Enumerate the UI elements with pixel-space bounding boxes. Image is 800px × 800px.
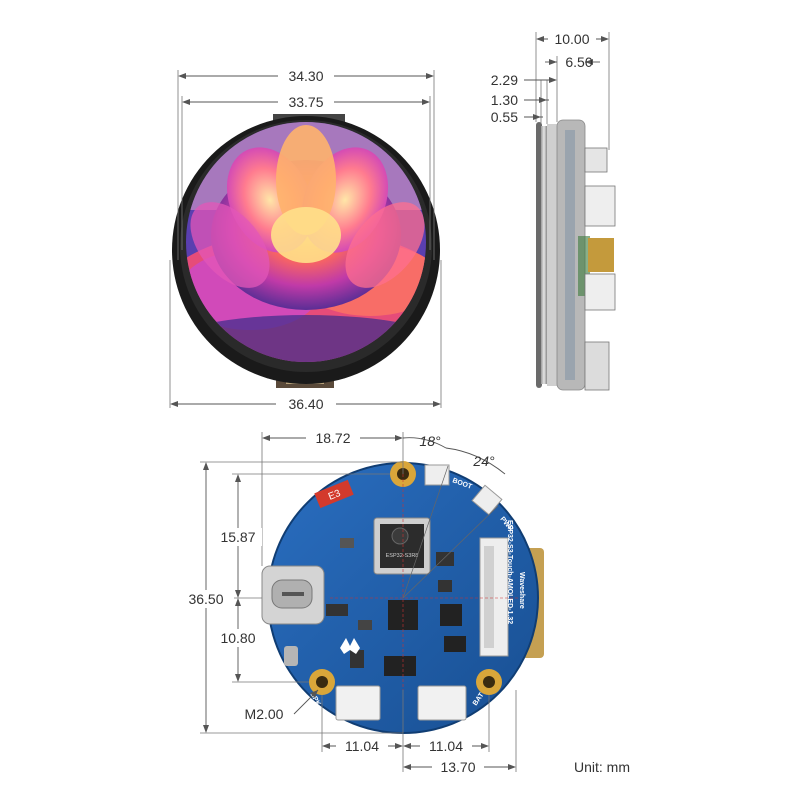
angle-2-label: 24°	[472, 453, 495, 469]
dim-c-label: 0.55	[491, 109, 518, 125]
mount-hole-label: M2.00	[245, 706, 284, 722]
display-image	[186, 122, 426, 362]
connector-spacing-label: 13.70	[440, 759, 475, 775]
boot-button[interactable]	[424, 464, 450, 486]
dim-bottom: 11.04 11.04 13.70	[321, 690, 517, 776]
side-view	[536, 119, 616, 391]
side-component-gold	[588, 238, 614, 272]
unit-label: Unit: mm	[574, 759, 630, 775]
side-connector-2	[584, 185, 616, 227]
badge-label: E3	[327, 488, 343, 503]
esp32-chip-label: ESP32-S3R8	[386, 553, 419, 559]
dim-mount-hole: M2.00	[245, 689, 319, 722]
body-thickness-label: 6.50	[565, 54, 592, 70]
total-width-label: 36.40	[288, 396, 323, 412]
brand-label: Waveshare	[518, 572, 525, 609]
spk-connector	[335, 685, 381, 721]
upper-height-label: 15.87	[220, 529, 255, 545]
back-view: ESP32-S3R8 E3 BOOT PWR SPK BAT	[261, 461, 544, 734]
model-label: ESP32-S3-Touch-AMOLED-1.32	[506, 520, 513, 624]
center-offset-label: 18.72	[315, 430, 350, 446]
dim-angles: 18° 24°	[402, 433, 506, 475]
outer-width-label: 34.30	[288, 68, 323, 84]
total-height-label: 36.50	[188, 591, 223, 607]
dim-b-label: 1.30	[491, 92, 518, 108]
dim-heights: 15.87 10.80 36.50	[178, 461, 403, 734]
hole-spacing-right-label: 11.04	[429, 738, 463, 754]
dim-total-width: 36.40	[169, 260, 442, 413]
mic	[284, 646, 298, 666]
dim-small-layers: 2.29 1.30 0.55	[491, 72, 557, 125]
dim-body-thickness: 6.50	[545, 54, 600, 122]
front-view	[172, 114, 440, 388]
pwr-button[interactable]	[471, 484, 503, 516]
mount-hole-right	[476, 669, 502, 695]
dim-total-thickness: 10.00	[535, 30, 610, 150]
dim-display-width: 33.75	[181, 93, 431, 250]
bat-connector	[417, 685, 467, 721]
dim-a-label: 2.29	[491, 72, 518, 88]
angle-1-label: 18°	[419, 433, 441, 449]
mount-hole-left	[309, 669, 335, 695]
dim-outer-width: 34.30	[177, 67, 435, 260]
total-thickness-label: 10.00	[554, 31, 589, 47]
lower-height-label: 10.80	[220, 630, 255, 646]
hole-spacing-left-label: 11.04	[345, 738, 379, 754]
badge: E3	[314, 479, 354, 509]
dim-center-offset: 18.72	[261, 429, 404, 566]
ic-right	[440, 604, 462, 626]
ic-bottom	[384, 656, 416, 676]
side-connector-1	[584, 147, 608, 173]
side-usb	[584, 341, 610, 391]
waveshare-logo	[340, 638, 360, 654]
display-width-label: 33.75	[288, 94, 323, 110]
side-connector-3	[584, 273, 616, 311]
